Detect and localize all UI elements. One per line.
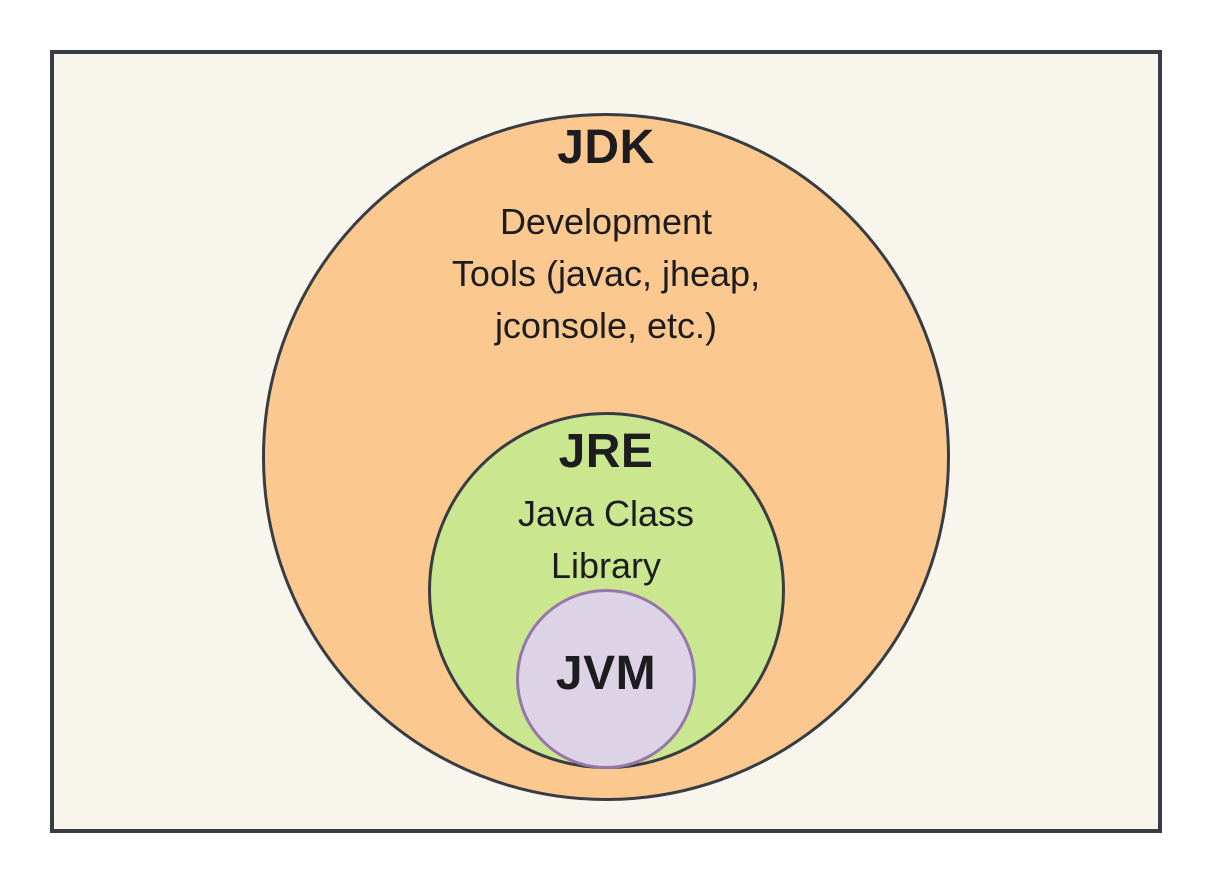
jre-description-line-1: Java Class	[517, 493, 695, 534]
jre-label: JRE	[558, 425, 654, 478]
jdk-description-line-3: jconsole, etc.)	[494, 305, 718, 346]
jvm-label: JVM	[555, 647, 657, 700]
jdk-description-line-2: Tools (javac, jheap,	[451, 253, 761, 294]
jre-description-line-2: Library	[550, 545, 662, 586]
jdk-description-line-1: Development	[499, 201, 713, 242]
jre-description: Java Class Library	[256, 488, 956, 592]
jdk-description: Development Tools (javac, jheap, jconsol…	[256, 196, 956, 352]
jvm-circle	[516, 589, 696, 769]
jdk-label: JDK	[557, 121, 655, 174]
